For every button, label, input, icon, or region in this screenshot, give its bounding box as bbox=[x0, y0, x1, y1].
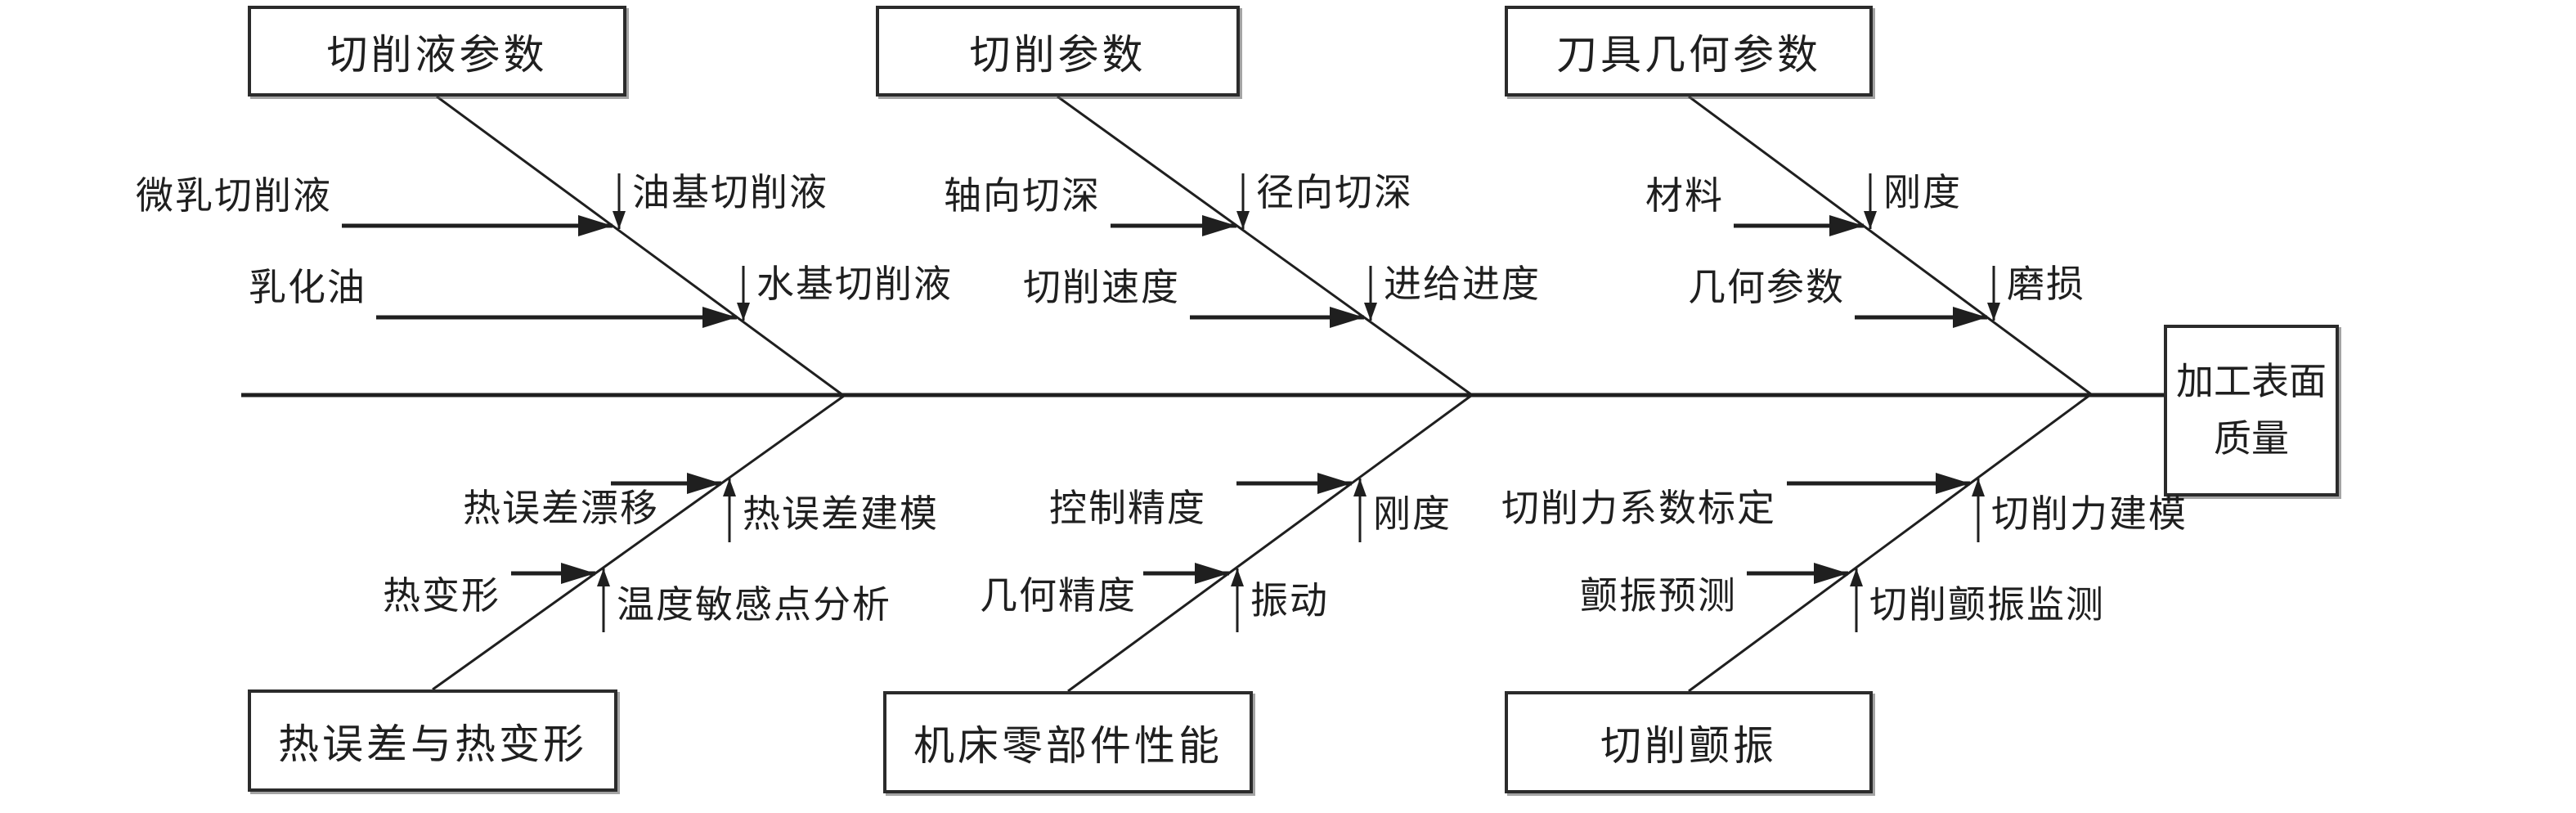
cause-box-cutting-chatter: 切削颤振 bbox=[1505, 691, 1873, 793]
sub-cause-label-cutting-force-modeling: 切削力建模 bbox=[1991, 493, 2188, 535]
bone-cutting-parameters bbox=[1057, 95, 1473, 397]
sub-cause-label-control-precision: 控制精度 bbox=[1049, 487, 1206, 529]
sub-cause-label-cutting-chatter-monitoring: 切削颤振监测 bbox=[1869, 584, 2105, 626]
cause-box-cutting-fluid-parameters: 切削液参数 bbox=[248, 6, 626, 97]
bone-cutting-chatter bbox=[1688, 393, 2092, 693]
sub-cause-label-oil-based-fluid: 油基切削液 bbox=[632, 172, 828, 213]
sub-cause-label-axial-depth: 轴向切深 bbox=[944, 175, 1101, 217]
cause-box-cutting-parameters: 切削参数 bbox=[876, 6, 1240, 97]
effect-label-line2: 质量 bbox=[2214, 418, 2289, 460]
sub-cause-label-thermal-deformation: 热变形 bbox=[383, 575, 500, 617]
bone-cutting-fluid bbox=[436, 95, 845, 398]
sub-cause-label-thermal-error-drift: 热误差漂移 bbox=[463, 487, 659, 529]
sub-cause-label-feed-rate: 进给进度 bbox=[1384, 263, 1541, 305]
sub-cause-label-cutting-speed: 切削速度 bbox=[1023, 267, 1180, 308]
cause-box-thermal-error-deformation: 热误差与热变形 bbox=[248, 689, 617, 792]
sub-cause-label-stiffness-tool: 刚度 bbox=[1883, 172, 1962, 213]
sub-cause-label-micro-emulsion-fluid: 微乳切削液 bbox=[136, 175, 332, 217]
sub-cause-label-radial-depth: 径向切深 bbox=[1256, 172, 1413, 213]
effect-box-machined-surface-quality: 加工表面 质量 bbox=[2164, 325, 2339, 496]
sub-cause-label-geometry-parameters: 几何参数 bbox=[1688, 267, 1845, 308]
sub-cause-label-vibration: 振动 bbox=[1250, 580, 1329, 622]
sub-cause-label-water-based-fluid: 水基切削液 bbox=[756, 263, 953, 305]
sub-cause-label-emulsified-oil: 乳化油 bbox=[249, 267, 366, 308]
bone-machine-components bbox=[1067, 393, 1473, 693]
cause-box-machine-component-performance: 机床零部件性能 bbox=[883, 691, 1253, 793]
sub-cause-label-chatter-prediction: 颤振预测 bbox=[1580, 575, 1737, 617]
sub-cause-label-temperature-sensitive-point-analysis: 温度敏感点分析 bbox=[617, 584, 891, 626]
sub-cause-label-thermal-error-modeling: 热误差建模 bbox=[743, 493, 939, 535]
sub-cause-label-stiffness-machine: 刚度 bbox=[1373, 493, 1452, 535]
bone-tool-geometry bbox=[1688, 95, 2092, 396]
sub-cause-label-material: 材料 bbox=[1645, 175, 1724, 217]
bone-thermal-error bbox=[432, 394, 845, 691]
sub-cause-label-wear: 磨损 bbox=[2007, 263, 2085, 305]
sub-cause-label-cutting-force-coefficient-calibration: 切削力系数标定 bbox=[1501, 487, 1776, 529]
sub-cause-label-geometric-precision: 几何精度 bbox=[980, 575, 1137, 617]
effect-label-line1: 加工表面 bbox=[2176, 361, 2327, 402]
cause-box-tool-geometry-parameters: 刀具几何参数 bbox=[1505, 6, 1873, 97]
